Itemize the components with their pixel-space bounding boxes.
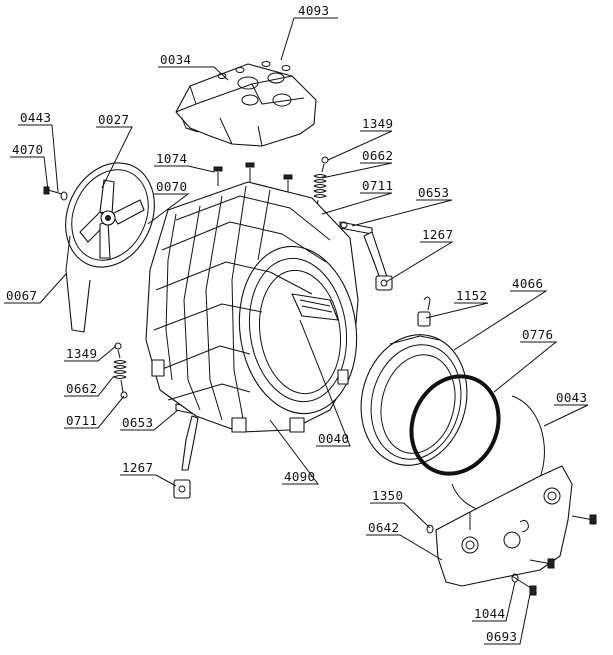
label-0443: 0443: [20, 110, 51, 125]
door-lock-part: [417, 296, 431, 327]
label-4093: 4093: [298, 3, 329, 18]
label-0034: 0034: [160, 52, 191, 67]
label-1074: 1074: [156, 151, 187, 166]
spring-set-left: [113, 342, 128, 399]
label-0040: 0040: [318, 431, 349, 446]
counterweight-part: [175, 61, 317, 147]
bellow-clamp-part: [409, 374, 501, 476]
label-0067: 0067: [6, 288, 37, 303]
tub-assembly-part: [145, 181, 359, 433]
label-1350: 1350: [372, 488, 403, 503]
label-0711-top: 0711: [362, 178, 393, 193]
label-1044: 1044: [474, 606, 505, 621]
door-bellow-part: [360, 334, 468, 466]
label-1349-top: 1349: [362, 116, 393, 131]
front-bracket-part: [435, 465, 573, 587]
label-0070: 0070: [156, 179, 187, 194]
leader-lines: [4, 17, 589, 645]
label-1267-top: 1267: [422, 227, 453, 242]
label-4066: 4066: [512, 276, 543, 291]
label-0662-top: 0662: [362, 148, 393, 163]
label-1152: 1152: [456, 288, 487, 303]
label-1349-bottom: 1349: [66, 346, 97, 361]
label-0776: 0776: [522, 327, 553, 342]
label-0693: 0693: [486, 629, 517, 644]
label-0662-bottom: 0662: [66, 381, 97, 396]
drive-belt-part: [65, 235, 91, 333]
label-0043: 0043: [556, 390, 587, 405]
shock-absorber-right: [339, 221, 393, 291]
label-0711-bottom: 0711: [66, 413, 97, 428]
label-0653-bottom: 0653: [122, 415, 153, 430]
label-1267-bottom: 1267: [122, 460, 153, 475]
label-0653-top: 0653: [418, 185, 449, 200]
label-0027: 0027: [98, 112, 129, 127]
label-0642: 0642: [368, 520, 399, 535]
screw-part-1074: [213, 162, 293, 192]
shock-absorber-left: [173, 403, 205, 499]
label-4070: 4070: [12, 142, 43, 157]
pulley-screw-part: [43, 186, 68, 201]
drum-pulley-part: [65, 162, 155, 268]
part-labels: 4093 0034 0443 0027 4070 1349 1074 0662 …: [6, 3, 587, 644]
label-4090: 4090: [284, 469, 315, 484]
